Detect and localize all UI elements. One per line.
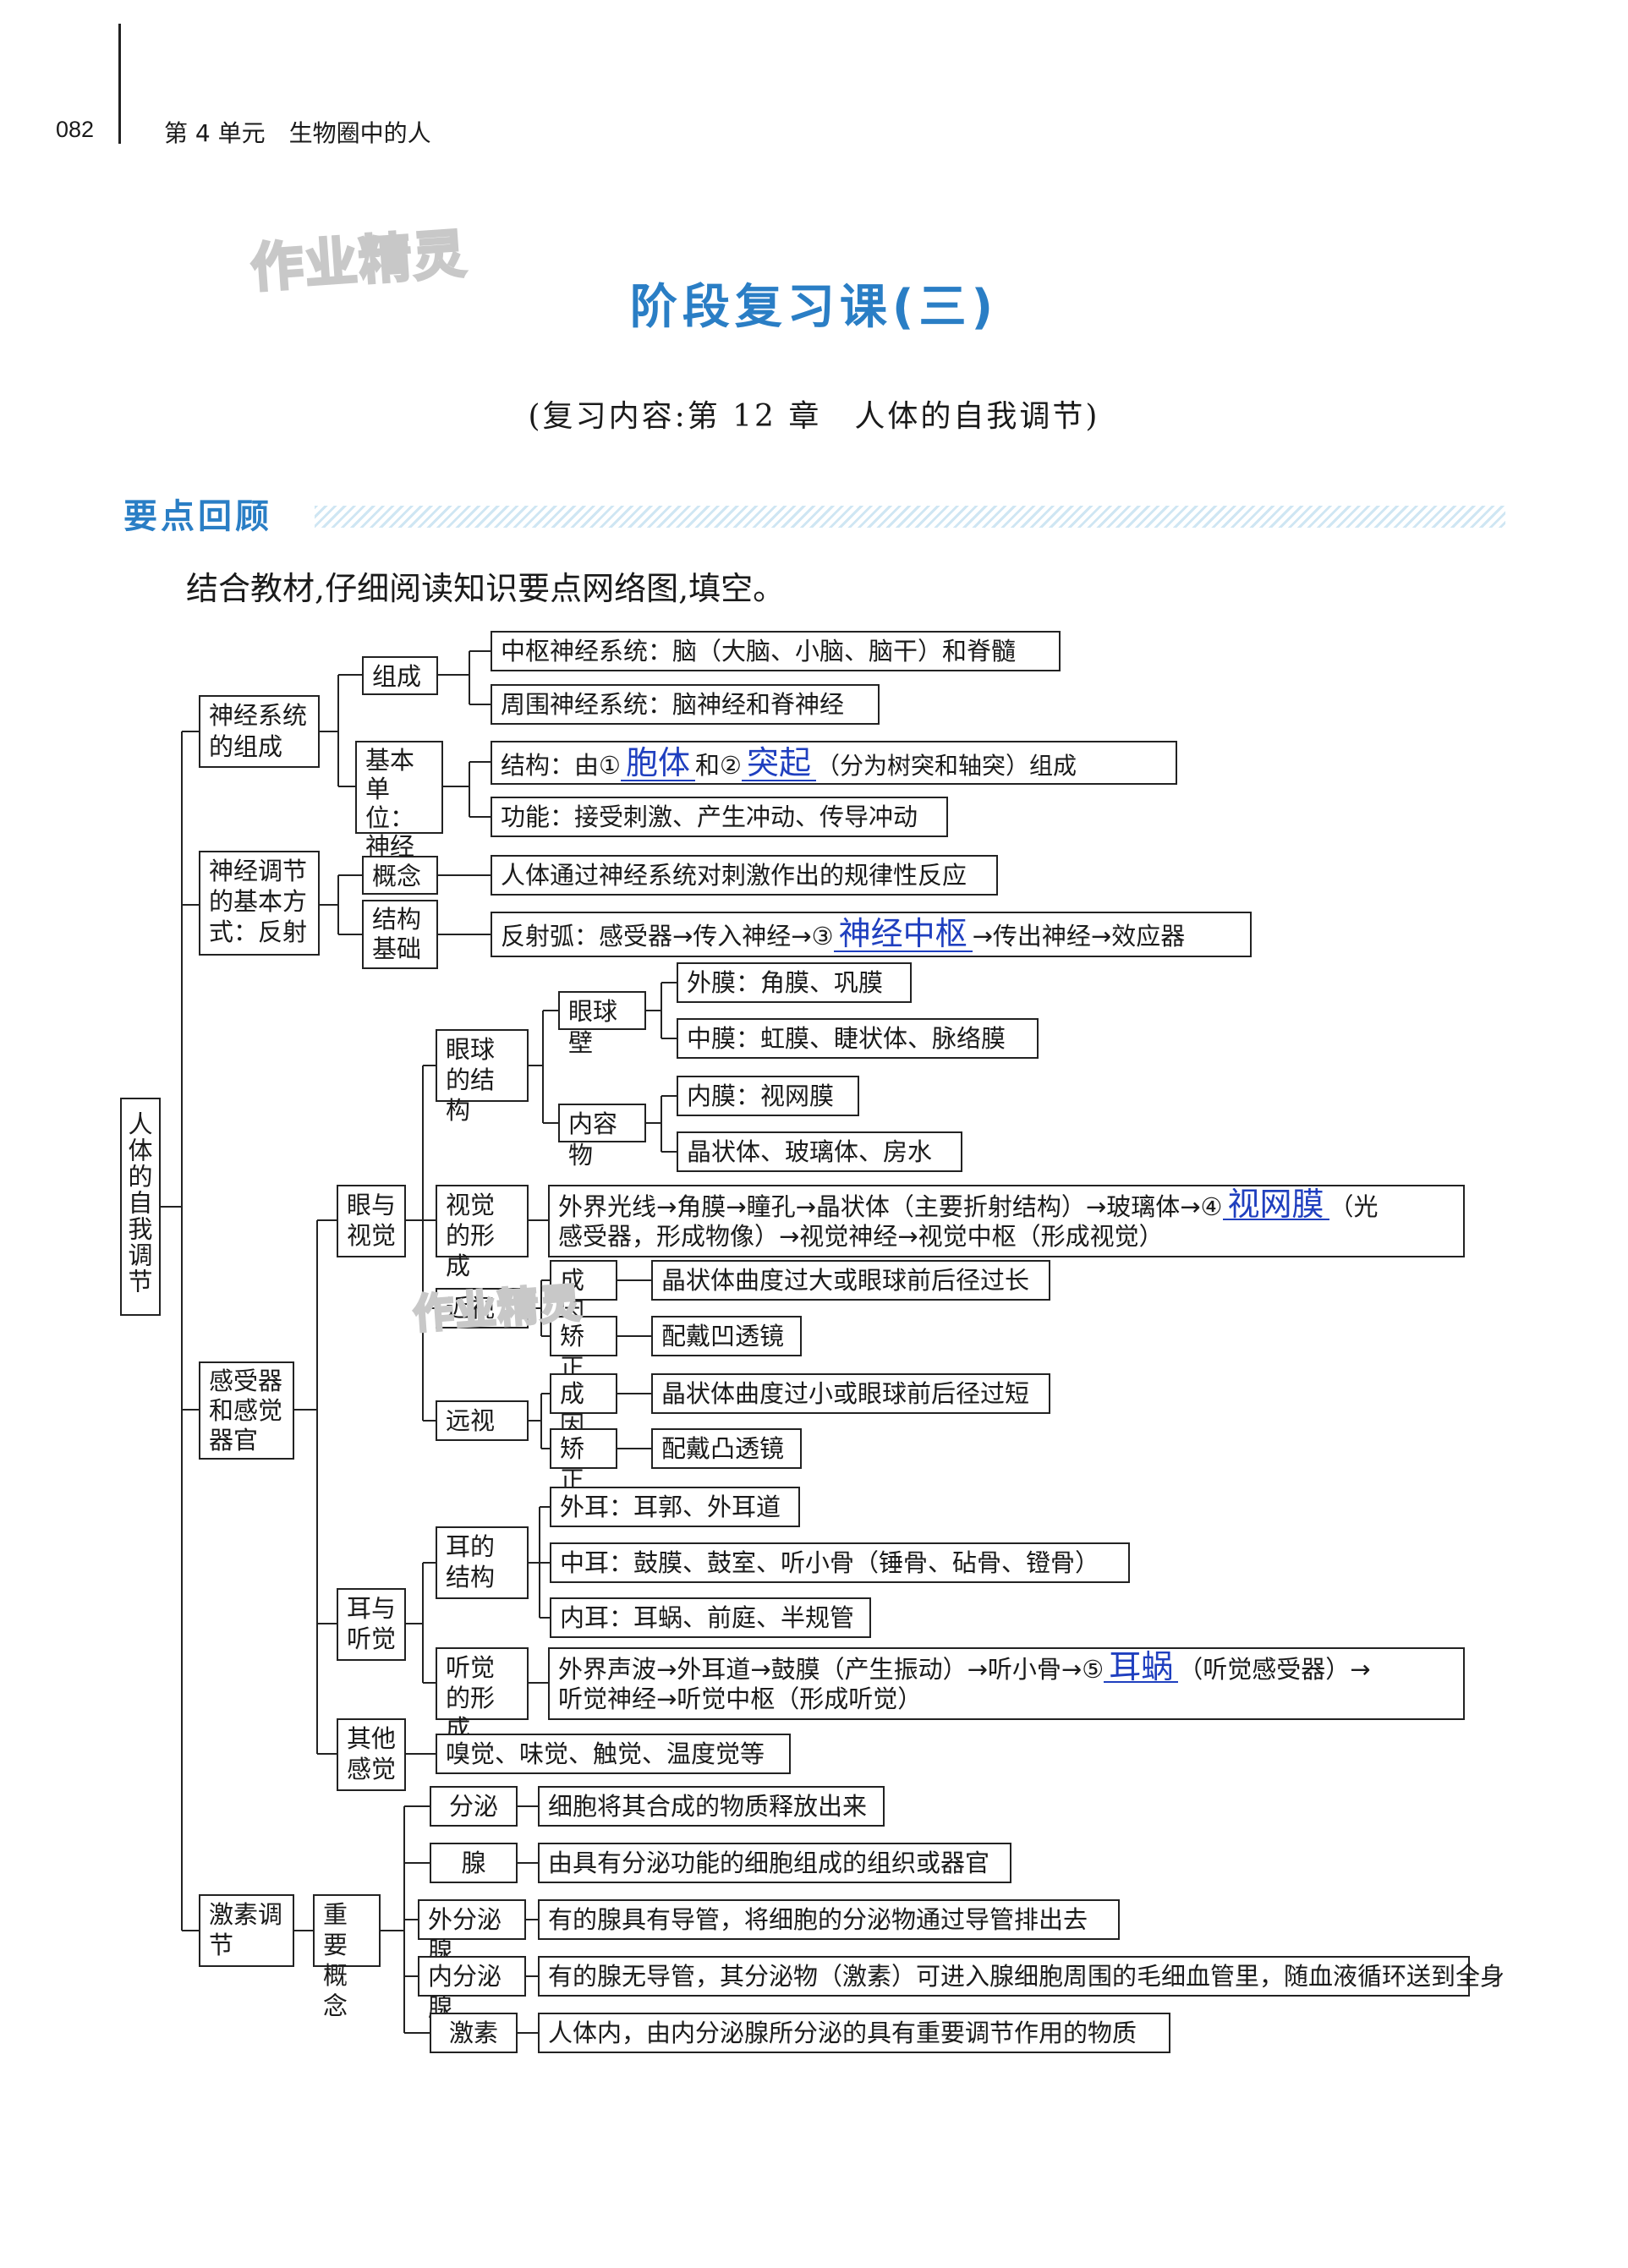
- node-endocrine: 内分泌腺: [418, 1956, 526, 2022]
- node-hyperopia-cause-label: 成因: [550, 1373, 617, 1439]
- vision-pathway-line-2: 感受器，形成物像）→视觉神经→视觉中枢（形成视觉）: [558, 1222, 1164, 1251]
- intro-text: 结合教材,仔细阅读知识要点网络图,填空。: [186, 570, 786, 607]
- node-secretion: 分泌: [430, 1786, 518, 1827]
- node-ear-structure: 耳的结构: [436, 1526, 529, 1599]
- node-eye-vision: 眼与视觉: [337, 1185, 406, 1257]
- node-sense-organs: 感受器和感觉器官: [199, 1361, 294, 1460]
- node-endocrine-def: 有的腺无导管，其分泌物（激素）可进入腺细胞周围的毛细血管里，随血液循环送到全身: [538, 1956, 1505, 1997]
- node-hyperopia-fix-label: 矫正: [550, 1428, 617, 1494]
- neuron-structure-suffix: （分为树突和轴突）组成: [816, 752, 1077, 780]
- node-other-senses: 其他感觉: [337, 1718, 406, 1791]
- node-exocrine: 外分泌腺: [418, 1899, 526, 1965]
- answer-2[interactable]: 突起: [742, 746, 817, 781]
- neuron-structure-mid: 和②: [695, 751, 743, 780]
- vision-pathway-prefix: 外界光线→角膜→瞳孔→晶状体（主要折射结构）→玻璃体→④: [558, 1192, 1223, 1221]
- page-subtitle: (复习内容:第 12 章 人体的自我调节): [528, 399, 1100, 434]
- node-myopia-fix: 配戴凹透镜: [651, 1316, 802, 1356]
- answer-1[interactable]: 胞体: [621, 746, 696, 781]
- node-ns-composition: 神经系统的组成: [199, 695, 320, 768]
- node-reflex-definition: 人体通过神经系统对刺激作出的规律性反应: [491, 855, 998, 896]
- answer-4[interactable]: 视网膜: [1222, 1188, 1329, 1220]
- node-inner-layer: 内膜：视网膜: [677, 1076, 859, 1116]
- node-eyeball-wall: 眼球壁: [558, 991, 646, 1057]
- node-other-senses-text: 嗅觉、味觉、触觉、温度觉等: [436, 1734, 791, 1774]
- node-neuron: 基本单位：神经元: [355, 741, 443, 890]
- node-ear-hearing: 耳与听觉: [337, 1588, 406, 1661]
- node-middle-ear: 中耳：鼓膜、鼓室、听小骨（锤骨、砧骨、镫骨）: [550, 1542, 1130, 1583]
- node-myopia-cause: 晶状体曲度过大或眼球前后径过长: [651, 1260, 1050, 1301]
- page-number: 082: [56, 117, 95, 142]
- node-reflex: 神经调节的基本方式：反射: [199, 851, 320, 956]
- node-exocrine-def: 有的腺具有导管，将细胞的分泌物通过导管排出去: [538, 1899, 1120, 1940]
- node-concept: 概念: [362, 856, 438, 895]
- node-vision-formation: 视觉的形成: [436, 1185, 529, 1280]
- section-label: 要点回顾: [123, 497, 272, 536]
- hearing-pathway-suffix-1: （听觉感受器）→: [1178, 1655, 1371, 1684]
- node-composition: 组成: [362, 656, 438, 695]
- map-root: 人体的自我调节: [120, 1098, 161, 1316]
- node-peripheral-ns: 周围神经系统：脑神经和脊神经: [491, 684, 880, 725]
- unit-title: 第 4 单元 生物圈中的人: [164, 119, 431, 147]
- neuron-structure-prefix: 结构：由①: [501, 751, 621, 780]
- node-hyperopia-fix: 配戴凸透镜: [651, 1428, 802, 1469]
- hearing-pathway-prefix: 外界声波→外耳道→鼓膜（产生振动）→听小骨→⑤: [558, 1655, 1105, 1684]
- answer-5[interactable]: 耳蜗: [1104, 1651, 1179, 1683]
- node-outer-ear: 外耳：耳郭、外耳道: [550, 1487, 800, 1527]
- section-band: [315, 506, 1505, 528]
- node-hormone: 激素: [430, 2013, 518, 2053]
- node-middle-layer: 中膜：虹膜、睫状体、脉络膜: [677, 1018, 1039, 1059]
- node-hearing-formation: 听觉的形成: [436, 1647, 529, 1743]
- node-hormone-def: 人体内，由内分泌腺所分泌的具有重要调节作用的物质: [538, 2013, 1170, 2053]
- node-hyperopia-cause: 晶状体曲度过小或眼球前后径过短: [651, 1373, 1050, 1414]
- node-neuron-function: 功能：接受刺激、产生冲动、传导冲动: [491, 797, 948, 837]
- watermark: 作业精灵: [410, 1279, 584, 1340]
- node-inner-ear: 内耳：耳蜗、前庭、半规管: [550, 1597, 871, 1638]
- vision-pathway-suffix-1: （光: [1329, 1192, 1379, 1221]
- reflex-arc-suffix: →传出神经→效应器: [972, 922, 1186, 950]
- node-outer-layer: 外膜：角膜、巩膜: [677, 962, 912, 1003]
- node-central-ns: 中枢神经系统：脑（大脑、小脑、脑干）和脊髓: [491, 631, 1061, 671]
- hearing-pathway-line-2: 听觉神经→听觉中枢（形成听觉）: [558, 1685, 923, 1713]
- node-gland-def: 由具有分泌功能的细胞组成的组织或器官: [538, 1843, 1011, 1883]
- node-structural-basis: 结构基础: [362, 900, 438, 969]
- node-key-concepts: 重要概念: [313, 1894, 381, 2020]
- page-title: 阶段复习课(三): [629, 280, 999, 335]
- node-secretion-def: 细胞将其合成的物质释放出来: [538, 1786, 885, 1827]
- node-myopia: 近视: [436, 1288, 529, 1328]
- node-gland: 腺: [430, 1843, 518, 1883]
- node-eyeball-contents: 内容物: [558, 1104, 646, 1170]
- node-hormone-regulation: 激素调节: [199, 1894, 294, 1967]
- node-eyeball-structure: 眼球的结构: [436, 1029, 529, 1125]
- header-rule: [118, 24, 121, 144]
- node-myopia-cause-label: 成因: [550, 1260, 617, 1326]
- reflex-arc-prefix: 反射弧：感受器→传入神经→③: [501, 922, 834, 950]
- node-lens-vitreous: 晶状体、玻璃体、房水: [677, 1131, 962, 1172]
- answer-3[interactable]: 神经中枢: [833, 917, 973, 952]
- node-hyperopia: 远视: [436, 1400, 529, 1441]
- node-myopia-fix-label: 矫正: [550, 1316, 617, 1382]
